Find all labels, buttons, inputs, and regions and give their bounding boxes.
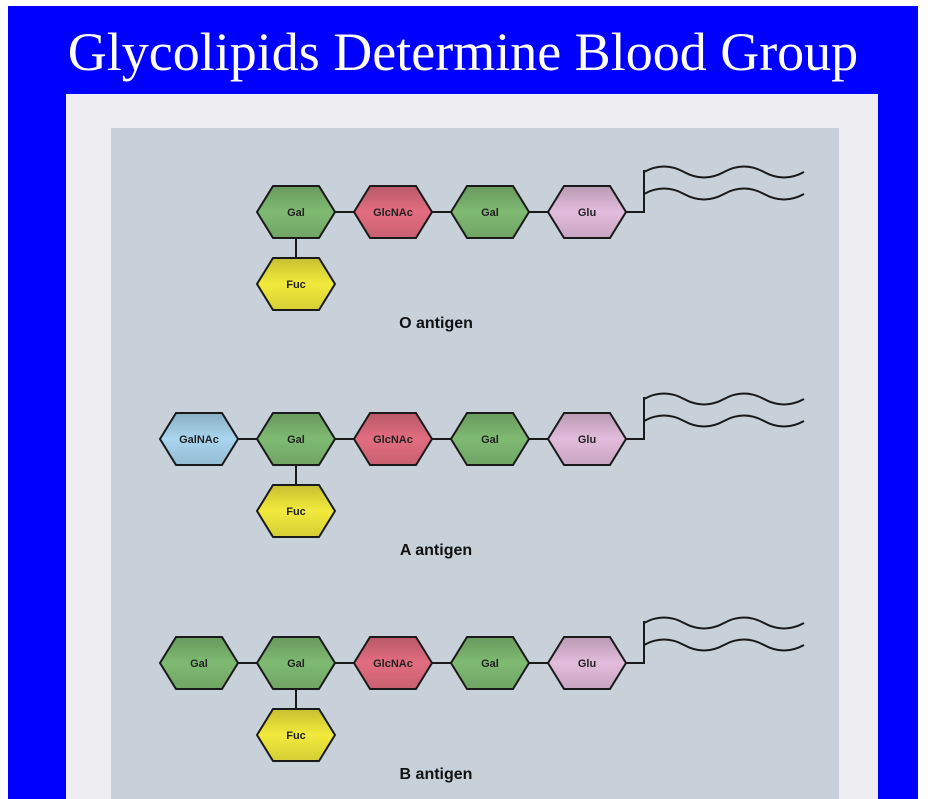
sugar-label: Gal [287, 658, 305, 670]
hexagon-glcnac [352, 412, 434, 466]
lipid-tail-2 [643, 414, 805, 428]
hexagon-gal [255, 636, 337, 690]
hexagon-glcnac [352, 636, 434, 690]
sugar-label: Gal [481, 658, 499, 670]
lipid-tail-1 [643, 616, 805, 630]
antigen-row-o: O antigen [295, 165, 805, 332]
sugar-label: Fuc [286, 730, 306, 742]
sugar-label: GlcNAc [373, 434, 413, 446]
sugar-galnac-2-1: GalNAc [158, 412, 240, 466]
sugar-label: Gal [287, 207, 305, 219]
sugar-label: GlcNAc [373, 207, 413, 219]
sugar-gal-1-1: Gal [255, 185, 337, 239]
sugar-gal-3-2: Gal [255, 636, 337, 690]
hexagon-glu [546, 412, 628, 466]
hexagon-gal [449, 185, 531, 239]
slide-background: Glycolipids Determine Blood Group O anti… [8, 6, 918, 799]
sugar-label: Gal [481, 207, 499, 219]
hexagon-gal [255, 412, 337, 466]
sugar-glcnac-1-2: GlcNAc [352, 185, 434, 239]
hexagon-glu [546, 636, 628, 690]
sugar-label: Gal [481, 434, 499, 446]
lipid-tail-1 [643, 165, 805, 179]
sugar-gal-2-2: Gal [255, 412, 337, 466]
sugar-glcnac-2-3: GlcNAc [352, 412, 434, 466]
sugar-label: Glu [578, 207, 596, 219]
slide-title: Glycolipids Determine Blood Group [67, 22, 859, 82]
sugar-label: Fuc [286, 279, 306, 291]
sugar-gal-3-1: Gal [158, 636, 240, 690]
hexagon-gal [449, 412, 531, 466]
antigen-label: A antigen [400, 542, 472, 559]
hexagon-gal [255, 185, 337, 239]
lipid-anchor-bond [626, 397, 645, 440]
antigen-label: O antigen [399, 315, 473, 332]
sugar-label: Gal [287, 434, 305, 446]
sugar-glu-2-5: Glu [546, 412, 628, 466]
sugar-label: GalNAc [179, 434, 219, 446]
sugar-glcnac-3-3: GlcNAc [352, 636, 434, 690]
hexagon-gal [449, 636, 531, 690]
hexagon-glu [546, 185, 628, 239]
sugar-label: Gal [190, 658, 208, 670]
antigen-row-b: B antigen [238, 616, 805, 783]
lipid-anchor-bond [626, 621, 645, 664]
hexagon-galnac [158, 412, 240, 466]
sugar-gal-1-3: Gal [449, 185, 531, 239]
hexagon-glcnac [352, 185, 434, 239]
hexagon-fuc [255, 257, 337, 311]
hexagon-fuc [255, 484, 337, 538]
sugar-fuc-1-branch: Fuc [255, 257, 337, 311]
lipid-tail-2 [643, 187, 805, 201]
sugar-glu-3-5: Glu [546, 636, 628, 690]
antigen-row-a: A antigen [238, 392, 805, 559]
sugar-label: Glu [578, 658, 596, 670]
sugar-gal-2-4: Gal [449, 412, 531, 466]
sugar-label: Glu [578, 434, 596, 446]
sugar-gal-3-4: Gal [449, 636, 531, 690]
sugar-label: Fuc [286, 506, 306, 518]
lipid-tail-2 [643, 638, 805, 652]
sugar-label: GlcNAc [373, 658, 413, 670]
sugar-fuc-2-branch: Fuc [255, 484, 337, 538]
hexagon-fuc [255, 708, 337, 762]
hexagon-gal [158, 636, 240, 690]
lipid-tail-1 [643, 392, 805, 406]
antigen-label: B antigen [400, 766, 473, 783]
sugar-glu-1-4: Glu [546, 185, 628, 239]
lipid-anchor-bond [626, 170, 645, 213]
sugar-fuc-3-branch: Fuc [255, 708, 337, 762]
